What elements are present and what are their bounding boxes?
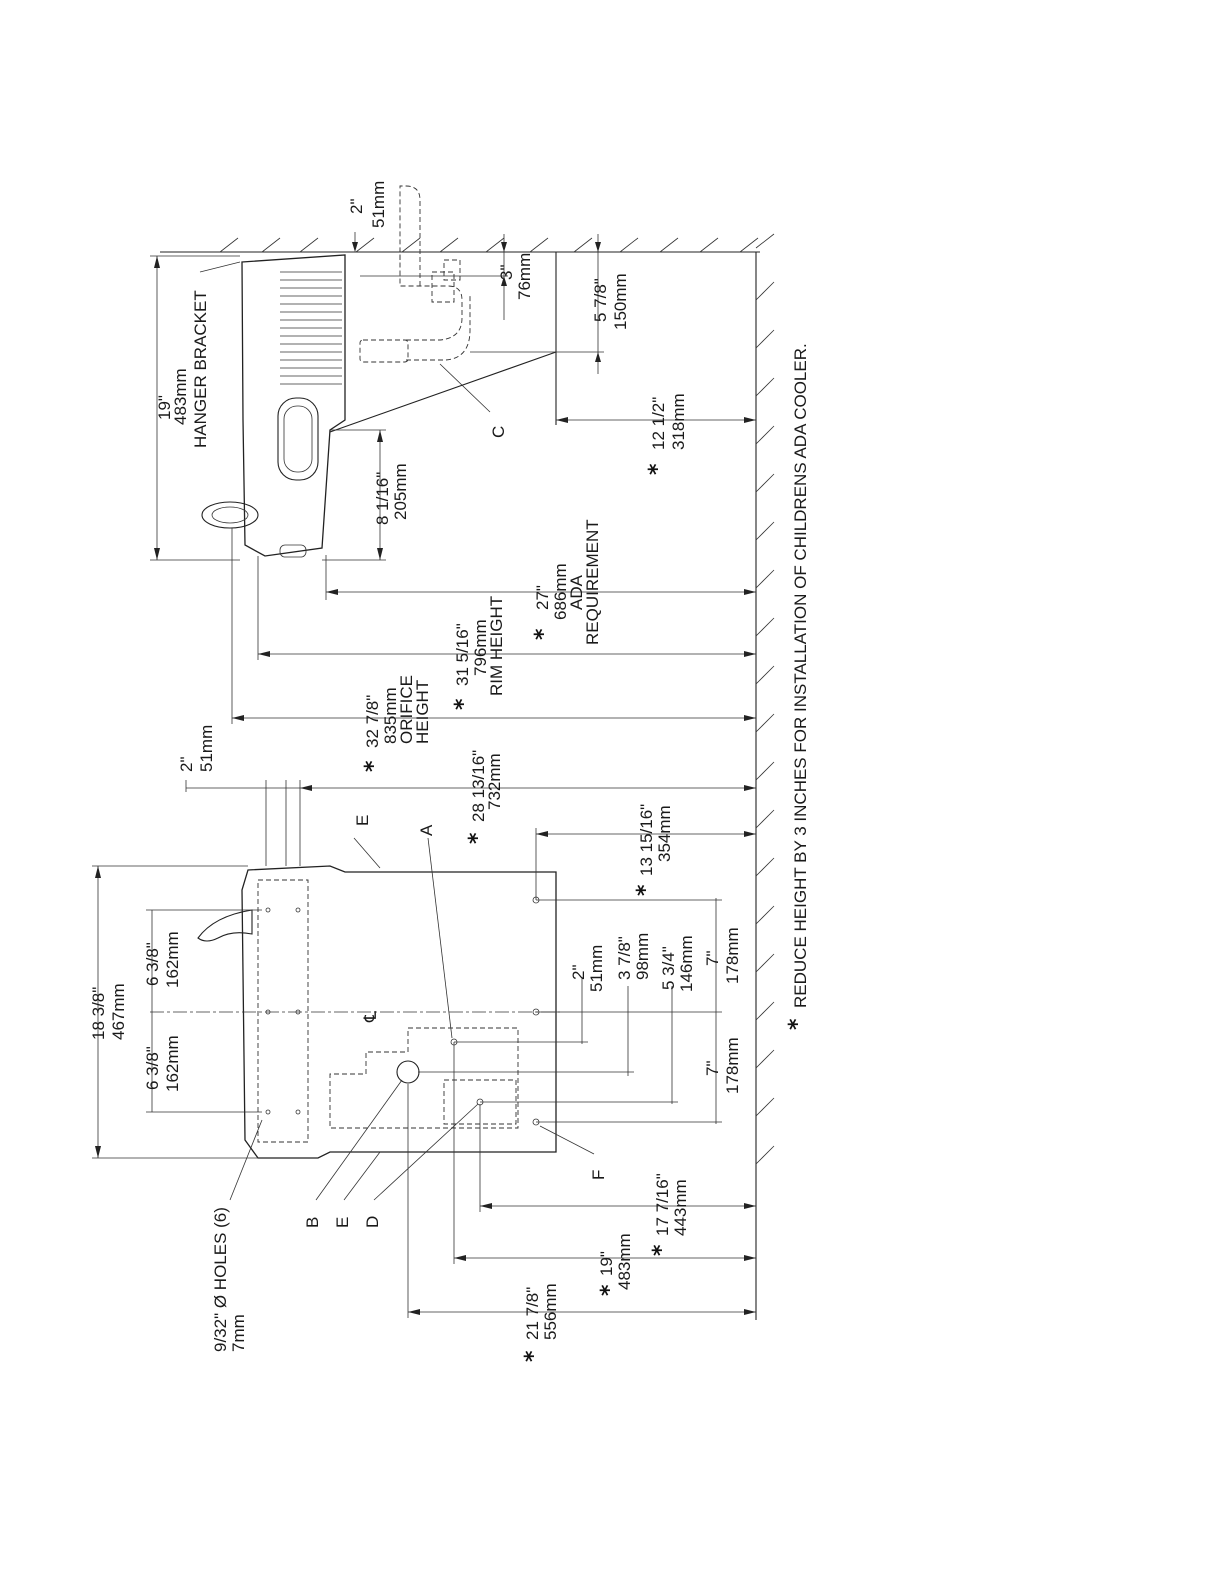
- dim-2b-label: 2": [569, 965, 588, 981]
- dim-2in-label: 2": [347, 199, 366, 215]
- side-push-bar: [277, 397, 319, 481]
- dim-7-top-label: 7": [703, 951, 722, 967]
- footnote-asterisk: *: [785, 1018, 810, 1030]
- dim-131516-mm: 354mm: [655, 805, 674, 862]
- centerline-label: ℄: [361, 1011, 380, 1023]
- dim-534-label: 5 3/4": [659, 946, 678, 990]
- dim-131516-label: 13 15/16": [637, 804, 656, 876]
- dim-31516-label: 31 5/16": [453, 623, 472, 686]
- dim-1838-mm: 467mm: [109, 983, 128, 1040]
- dim-281316-mm: 732mm: [485, 753, 504, 810]
- dim-1212-label: 12 1/2": [649, 397, 668, 450]
- dim-27-ada: ADA: [567, 574, 586, 610]
- asterisk-17716: *: [649, 1244, 674, 1256]
- dim-2178-label: 21 7/8": [523, 1287, 542, 1340]
- dim-378-mm: 98mm: [633, 933, 652, 980]
- callout-b: B: [303, 1217, 322, 1228]
- side-height-19-mm: 483mm: [171, 368, 190, 425]
- dim-17716-mm: 443mm: [671, 1179, 690, 1236]
- front-dim-2in-mm: 51mm: [197, 725, 216, 772]
- asterisk-281316: *: [465, 832, 490, 844]
- dim-638-bottom-label: 6 3/8": [143, 1046, 162, 1090]
- side-height-19-label: 19": [155, 395, 174, 420]
- dim-281316-label: 28 13/16": [469, 750, 488, 822]
- dim-378-label: 3 7/8": [615, 936, 634, 980]
- dim-578-mm: 150mm: [611, 273, 630, 330]
- trap-plumbing: [359, 185, 471, 363]
- dim-1838-label: 18 3/8": [89, 987, 108, 1040]
- dim-8116-label: 8 1/16": [373, 472, 392, 525]
- callout-e-top: E: [353, 815, 372, 826]
- callout-e-bottom: E: [333, 1217, 352, 1228]
- dim-8116-mm: 205mm: [391, 463, 410, 520]
- side-view-cooler: [201, 252, 557, 558]
- dim-7-top-mm: 178mm: [723, 927, 742, 984]
- dim-19-mm: 483mm: [615, 1233, 634, 1290]
- asterisk-1212: *: [645, 463, 670, 475]
- callout-c: C: [489, 426, 508, 438]
- dim-3278-mm: 835mm: [381, 687, 400, 744]
- dim-17716-label: 17 7/16": [653, 1173, 672, 1236]
- dim-27-mm: 686mm: [551, 563, 570, 620]
- asterisk-3278: *: [361, 760, 386, 772]
- asterisk-19: *: [597, 1284, 622, 1296]
- dim-2b-mm: 51mm: [587, 945, 606, 992]
- dim-27-label: 27": [533, 585, 552, 610]
- dim-1212-mm: 318mm: [669, 393, 688, 450]
- dim-638-top-label: 6 3/8": [143, 942, 162, 986]
- dim-3278-orifice: ORIFICE: [397, 675, 416, 744]
- callout-d: D: [363, 1216, 382, 1228]
- bubbler-icon: [201, 501, 259, 529]
- holes-label: 9/32" Ø HOLES (6): [211, 1207, 230, 1352]
- dim-7-bottom-mm: 178mm: [723, 1037, 742, 1094]
- dim-3in-mm: 76mm: [515, 253, 534, 300]
- footnote-text: REDUCE HEIGHT BY 3 INCHES FOR INSTALLATI…: [791, 343, 810, 1008]
- side-vent-grille: [280, 271, 342, 385]
- callout-f: F: [589, 1170, 608, 1180]
- footnote: * REDUCE HEIGHT BY 3 INCHES FOR INSTALLA…: [785, 343, 810, 1030]
- dim-31516-mm: 796mm: [471, 619, 490, 676]
- hanger-bracket-label: HANGER BRACKET: [191, 290, 210, 448]
- asterisk-27: *: [531, 628, 556, 640]
- dim-534-mm: 146mm: [677, 935, 696, 992]
- dim-3278-label: 32 7/8": [363, 695, 382, 748]
- floor-line: [755, 233, 775, 1320]
- front-dimensions: 2" 51mm * 28 13/16" 732mm E A * 13 15/16…: [89, 725, 756, 1362]
- callout-a: A: [417, 824, 436, 836]
- side-dimensions: 19" 483mm HANGER BRACKET 2" 51mm 3" 76mm…: [150, 181, 756, 772]
- dim-3278-height: HEIGHT: [413, 680, 432, 744]
- dim-2in-mm: 51mm: [369, 181, 388, 228]
- dim-31516-rim-height: RIM HEIGHT: [487, 596, 506, 696]
- holes-mm: 7mm: [229, 1314, 248, 1352]
- asterisk-2178: *: [521, 1350, 546, 1362]
- wall-top: [160, 237, 760, 253]
- dim-7-bottom-label: 7": [703, 1061, 722, 1077]
- dim-638-bottom-mm: 162mm: [163, 1035, 182, 1092]
- asterisk-131516: *: [633, 884, 658, 896]
- dim-2178-mm: 556mm: [541, 1283, 560, 1340]
- dim-578-label: 5 7/8": [591, 278, 610, 322]
- dim-3in-label: 3": [497, 265, 516, 281]
- dim-27-requirement: REQUIREMENT: [583, 519, 602, 645]
- asterisk-31516: *: [451, 698, 476, 710]
- dim-638-top-mm: 162mm: [163, 931, 182, 988]
- front-dim-2in-label: 2": [177, 757, 196, 773]
- dim-19-label: 19": [597, 1251, 616, 1276]
